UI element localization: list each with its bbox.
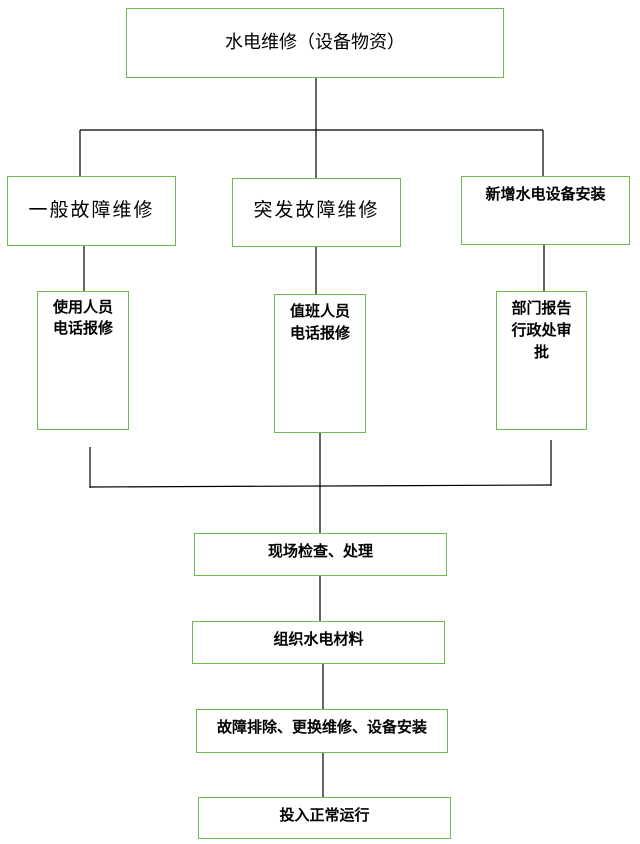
- category-general-label: 一般故障维修: [28, 199, 155, 221]
- category-emergency-label: 突发故障维修: [253, 199, 380, 221]
- report-duty-node: 值班人员 电话报修: [274, 294, 366, 433]
- step-inspect-label: 现场检查、处理: [267, 542, 373, 560]
- step-run-label: 投入正常运行: [279, 806, 370, 824]
- report-department-label: 部门报告 行政处审 批: [511, 299, 572, 361]
- report-duty-label: 值班人员 电话报修: [289, 302, 350, 342]
- category-general-node: 一般故障维修: [7, 176, 176, 246]
- step-inspect-node: 现场检查、处理: [194, 533, 447, 576]
- category-new-install-node: 新增水电设备安装: [461, 176, 630, 245]
- root-node: 水电维修（设备物资）: [126, 8, 504, 78]
- step-materials-label: 组织水电材料: [273, 630, 364, 648]
- category-new-install-label: 新增水电设备安装: [485, 185, 606, 203]
- step-fix-label: 故障排除、更换维修、设备安装: [216, 718, 427, 736]
- connector-bottom-bus: [89, 484, 552, 488]
- report-department-node: 部门报告 行政处审 批: [496, 291, 587, 430]
- category-emergency-node: 突发故障维修: [232, 178, 401, 247]
- step-fix-node: 故障排除、更换维修、设备安装: [196, 709, 448, 753]
- step-run-node: 投入正常运行: [198, 797, 451, 839]
- root-label: 水电维修（设备物资）: [225, 32, 405, 53]
- step-materials-node: 组织水电材料: [192, 621, 445, 664]
- report-user-label: 使用人员 电话报修: [52, 298, 113, 337]
- report-user-node: 使用人员 电话报修: [37, 291, 129, 430]
